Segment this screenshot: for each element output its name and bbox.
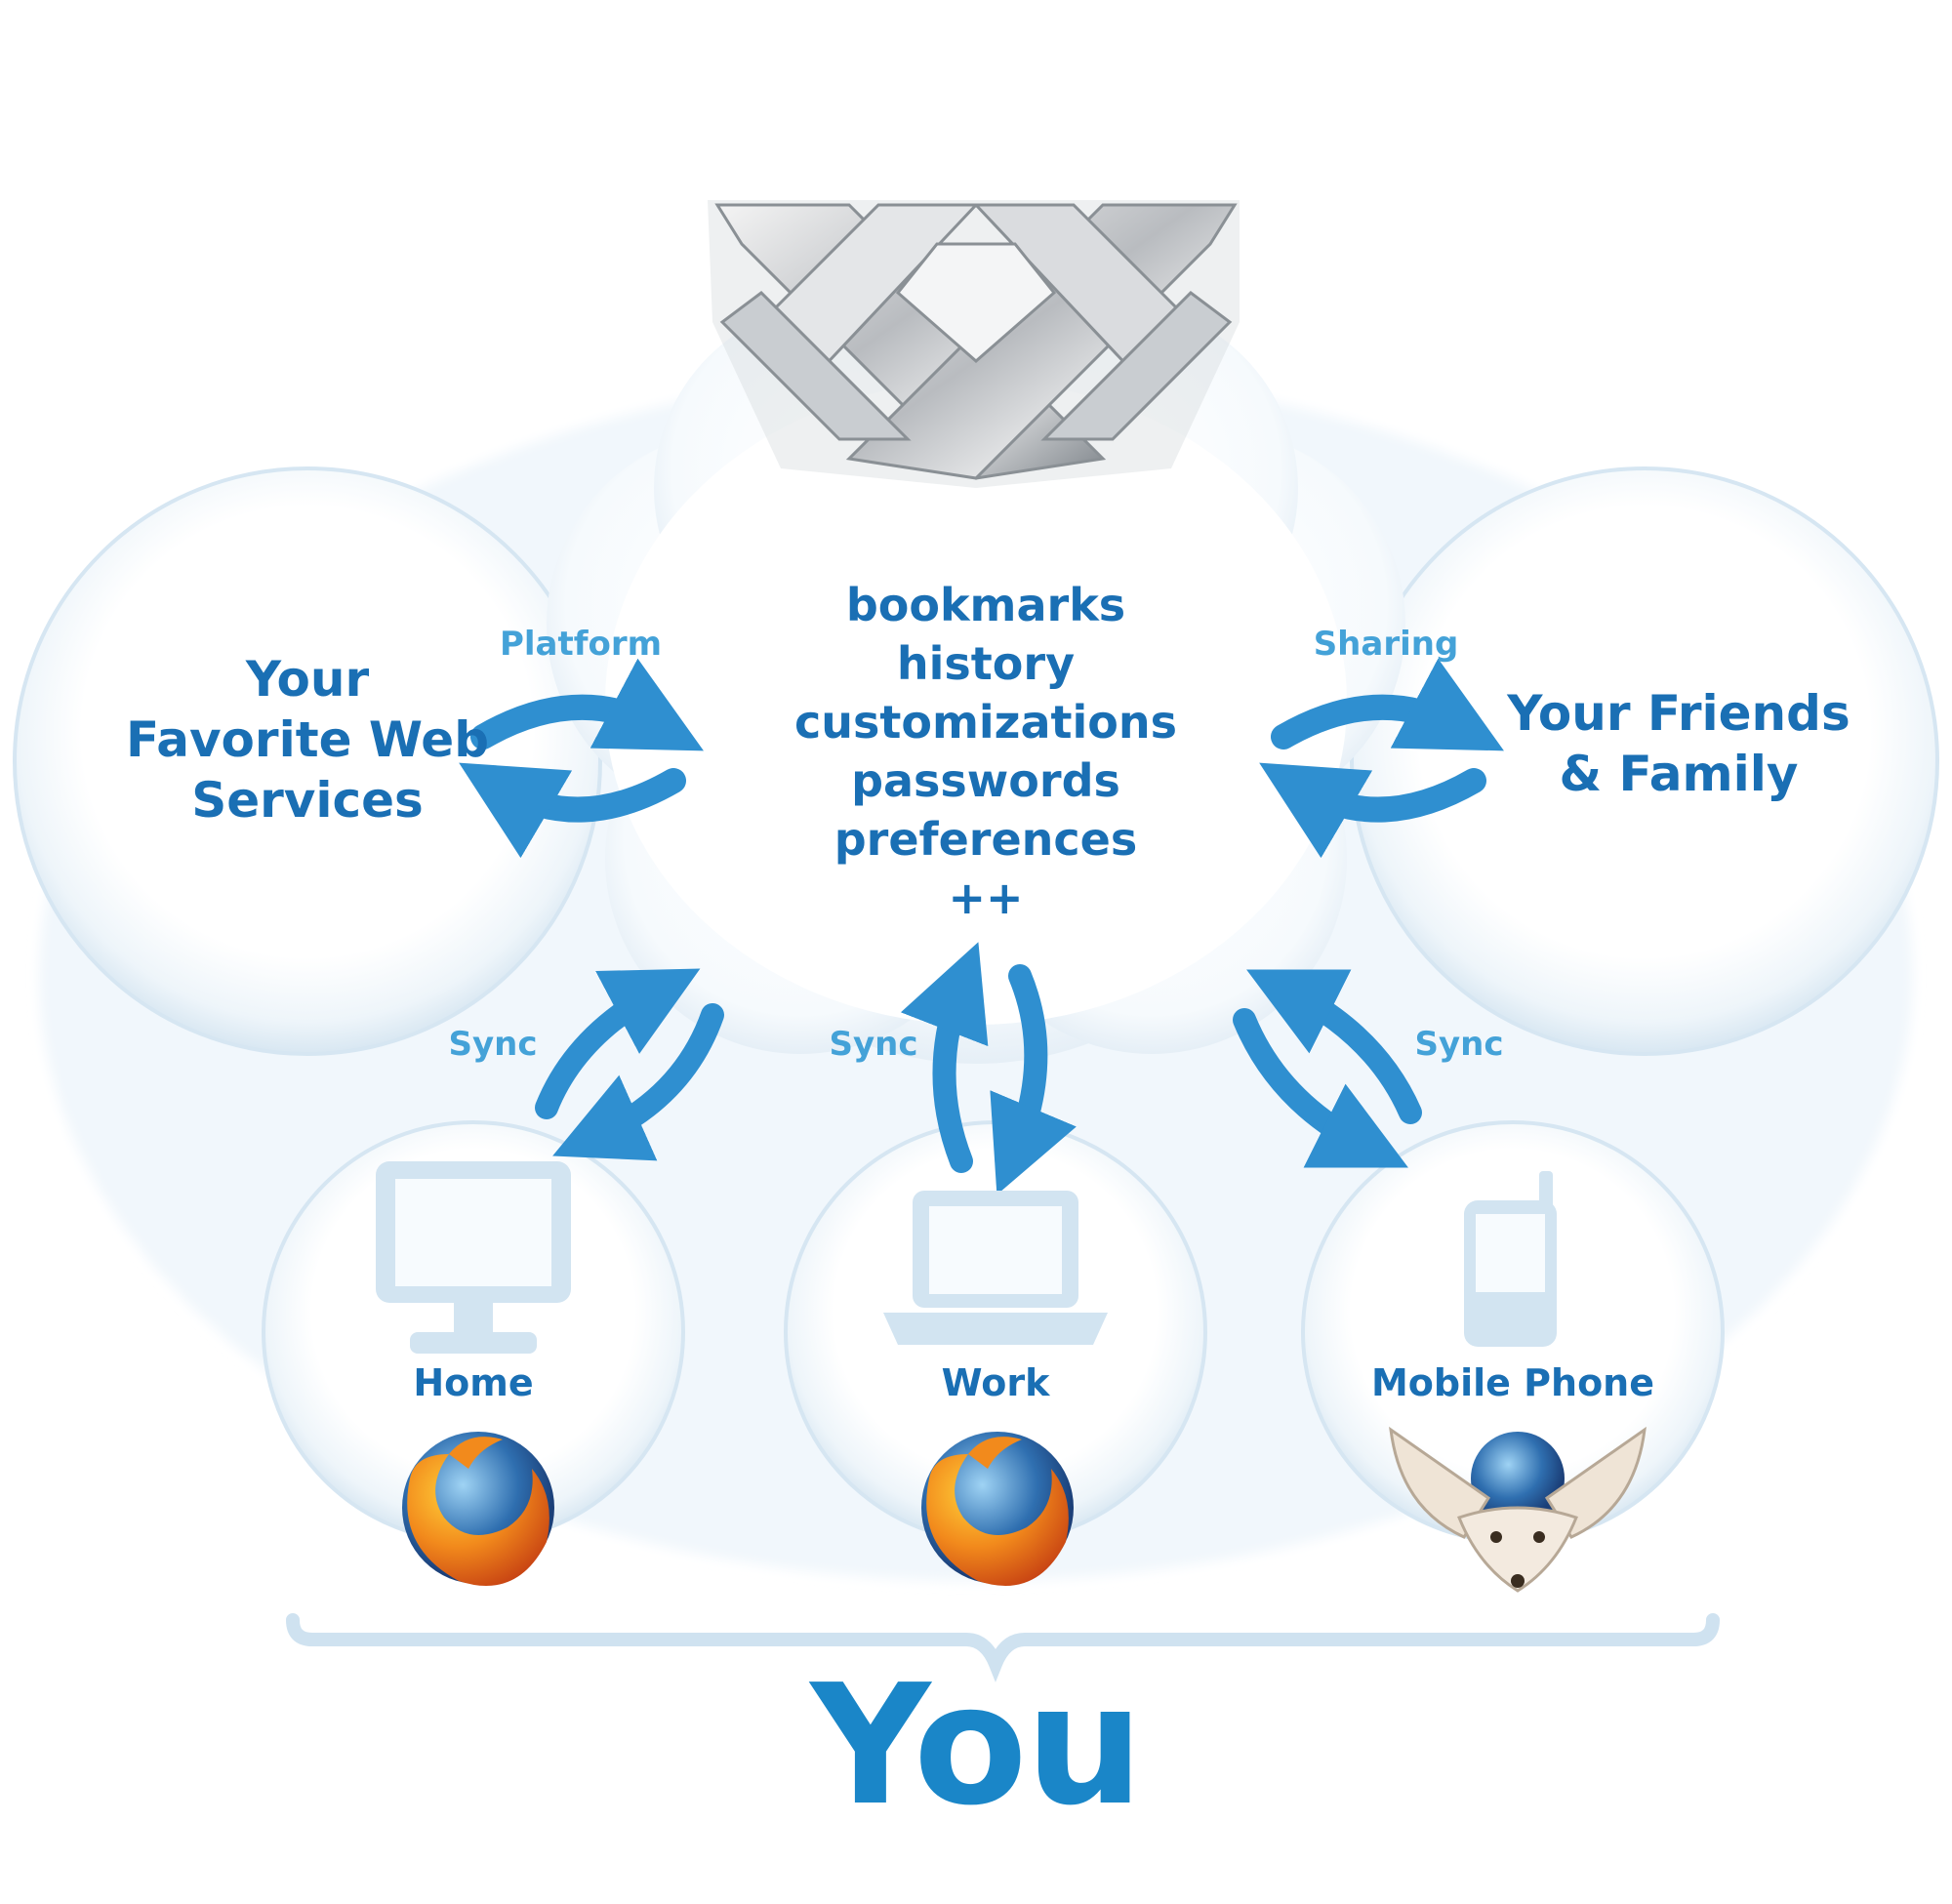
sharing-label: Sharing — [1313, 625, 1459, 664]
firefox-logo-work — [921, 1432, 1074, 1586]
firefox-logo-home — [402, 1432, 554, 1586]
work-label: Work — [941, 1361, 1050, 1404]
friends-bubble — [1350, 466, 1939, 1056]
synced-item: ++ — [948, 871, 1024, 924]
friends-line: Your Friends — [1507, 685, 1850, 742]
sync-mobile-arrows — [1233, 969, 1422, 1168]
services-label: Your Favorite Web Services — [63, 649, 551, 830]
services-line: Favorite Web — [126, 711, 489, 768]
sharing-arrows — [1259, 658, 1504, 859]
laptop-icon — [883, 1191, 1108, 1345]
sync-home-label: Sync — [448, 1025, 538, 1064]
home-label: Home — [413, 1361, 534, 1404]
platform-label: Platform — [499, 625, 663, 664]
services-line: Services — [191, 772, 424, 829]
services-line: Your — [245, 651, 370, 708]
desktop-monitor-icon — [376, 1161, 571, 1354]
weave-knot-logo-icon — [708, 200, 1240, 488]
synced-item: customizations — [794, 696, 1177, 749]
sync-work-label: Sync — [829, 1025, 918, 1064]
mobile-label: Mobile Phone — [1370, 1361, 1654, 1404]
friends-label: Your Friends & Family — [1444, 683, 1913, 804]
you-bracket — [286, 1613, 1720, 1682]
sync-home-arrows — [535, 968, 724, 1161]
fennec-logo-icon — [1389, 1426, 1647, 1593]
mobile-phone-icon — [1464, 1171, 1557, 1347]
platform-arrows — [459, 658, 704, 859]
central-cloud — [547, 303, 1405, 1064]
synced-data-list: bookmarks history customizations passwor… — [752, 576, 1220, 927]
services-bubble — [13, 466, 602, 1056]
friends-line: & Family — [1559, 746, 1799, 802]
synced-item: preferences — [834, 813, 1138, 866]
synced-item: bookmarks — [845, 579, 1126, 631]
synced-item: passwords — [851, 754, 1120, 807]
you-label: You — [810, 1649, 1143, 1843]
sync-work-arrows — [900, 942, 1077, 1195]
synced-item: history — [896, 637, 1076, 690]
sync-mobile-label: Sync — [1414, 1025, 1504, 1064]
